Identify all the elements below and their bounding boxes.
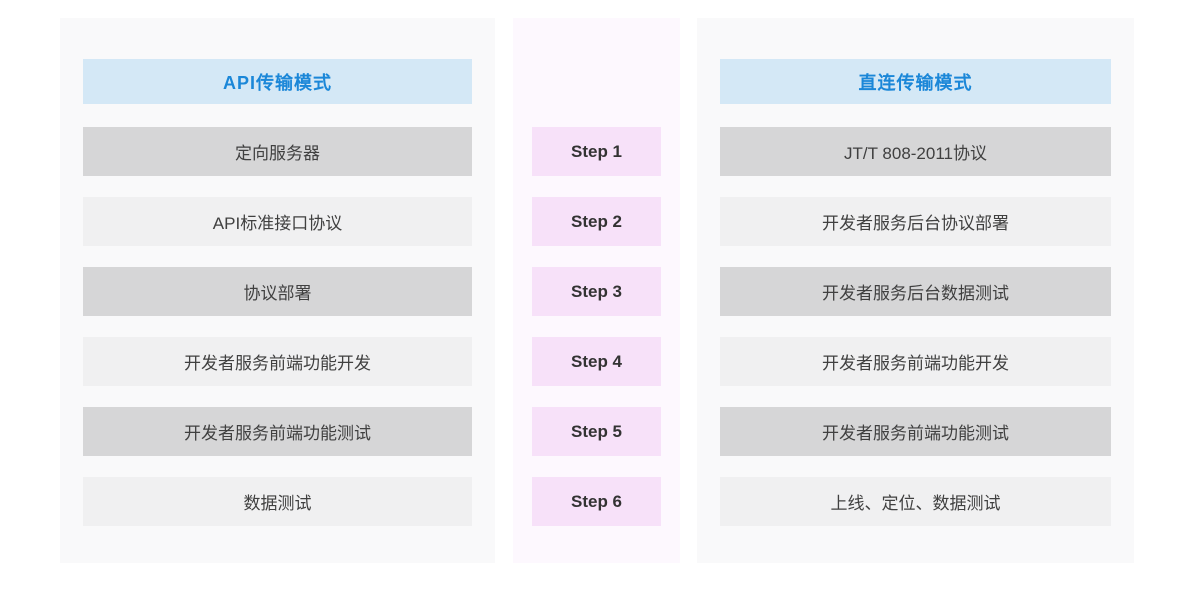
step-badge-5: Step 5 xyxy=(532,407,661,456)
api-mode-row-4: 开发者服务前端功能开发 xyxy=(83,337,472,386)
step-badge-6: Step 6 xyxy=(532,477,661,526)
api-mode-row-6: 数据测试 xyxy=(83,477,472,526)
api-mode-title: API传输模式 xyxy=(83,59,472,104)
steps-panel: Step 1 Step 2 Step 3 Step 4 Step 5 Step … xyxy=(513,18,680,563)
direct-mode-row-2: 开发者服务后台协议部署 xyxy=(720,197,1111,246)
api-mode-row-2: API标准接口协议 xyxy=(83,197,472,246)
api-mode-row-1: 定向服务器 xyxy=(83,127,472,176)
direct-mode-row-1: JT/T 808-2011协议 xyxy=(720,127,1111,176)
api-mode-row-5: 开发者服务前端功能测试 xyxy=(83,407,472,456)
step-badge-3: Step 3 xyxy=(532,267,661,316)
step-badge-2: Step 2 xyxy=(532,197,661,246)
api-mode-row-3: 协议部署 xyxy=(83,267,472,316)
direct-mode-row-3: 开发者服务后台数据测试 xyxy=(720,267,1111,316)
step-badge-1: Step 1 xyxy=(532,127,661,176)
api-mode-panel: API传输模式 定向服务器 API标准接口协议 协议部署 开发者服务前端功能开发… xyxy=(60,18,495,563)
direct-mode-row-4: 开发者服务前端功能开发 xyxy=(720,337,1111,386)
direct-mode-row-5: 开发者服务前端功能测试 xyxy=(720,407,1111,456)
direct-mode-title: 直连传输模式 xyxy=(720,59,1111,104)
direct-mode-panel: 直连传输模式 JT/T 808-2011协议 开发者服务后台协议部署 开发者服务… xyxy=(697,18,1134,563)
step-badge-4: Step 4 xyxy=(532,337,661,386)
direct-mode-row-6: 上线、定位、数据测试 xyxy=(720,477,1111,526)
